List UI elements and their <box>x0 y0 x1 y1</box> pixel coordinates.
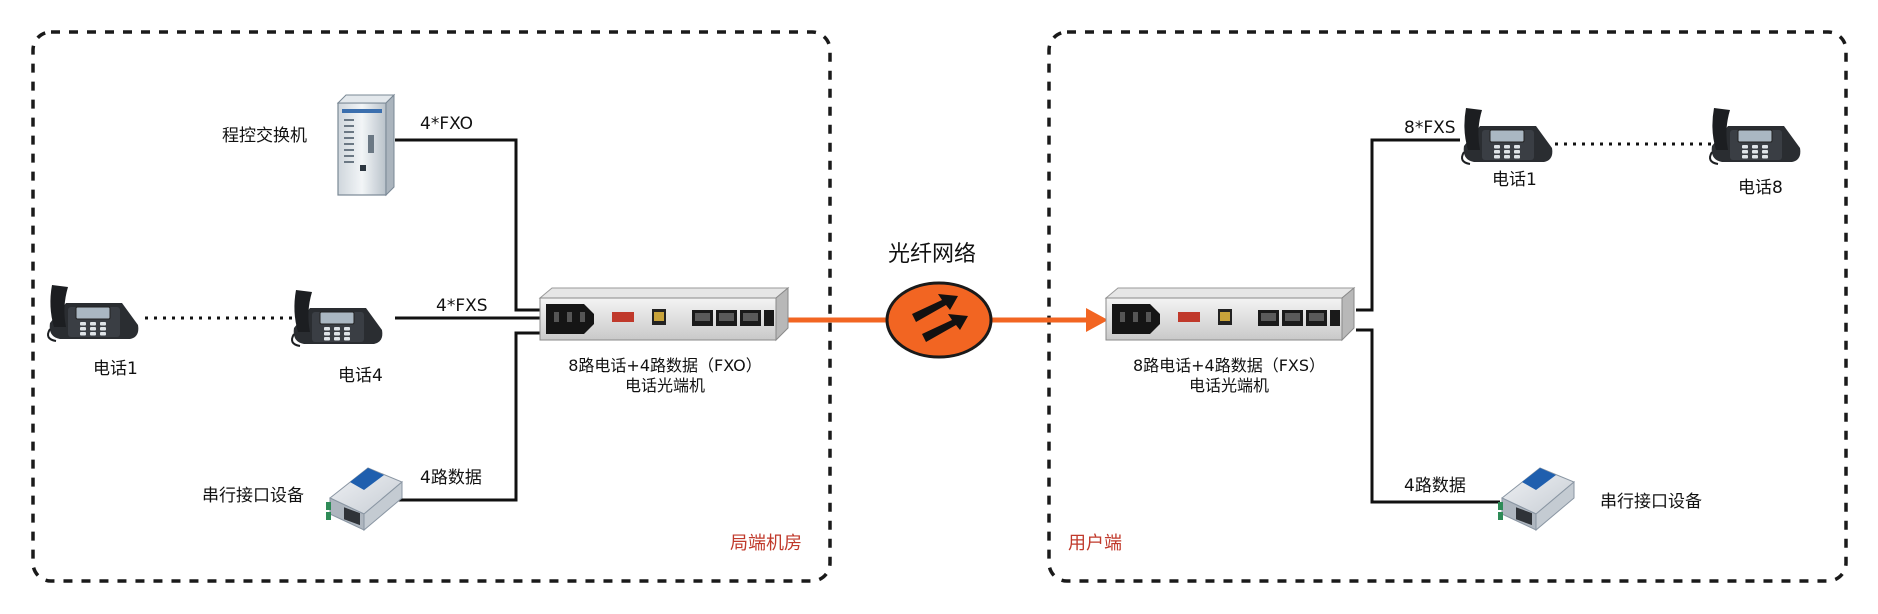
pbx-link-label: 4*FXO <box>420 114 474 134</box>
right-device-line1: 8路电话+4路数据（FXS） <box>1132 356 1326 375</box>
optical-terminal-icon <box>1105 287 1355 341</box>
left-device-line1: 8路电话+4路数据（FXO） <box>568 356 762 375</box>
right-phone-link-line <box>1356 138 1460 312</box>
right-phone-1-label: 电话1 <box>1492 170 1537 190</box>
left-phone-4-label: 电话4 <box>338 366 383 386</box>
serial-converter-icon <box>1497 467 1575 531</box>
right-serial-link-label: 4路数据 <box>1404 476 1466 496</box>
desk-phone-icon <box>47 284 140 342</box>
serial-converter-icon <box>325 467 403 531</box>
left-serial-link-label: 4路数据 <box>420 468 482 488</box>
right-device-line2: 电话光端机 <box>1188 376 1269 395</box>
fiber-network-icon <box>885 281 993 359</box>
right-device-caption: 8路电话+4路数据（FXS） 电话光端机 <box>1104 356 1354 396</box>
serial-link-line <box>395 331 540 502</box>
right-phone-8-label: 电话8 <box>1738 178 1783 198</box>
right-room-border <box>1047 30 1848 583</box>
left-room-border <box>31 30 832 583</box>
left-serial-label: 串行接口设备 <box>202 486 304 506</box>
pbx-label: 程控交换机 <box>222 126 307 146</box>
right-room-label: 用户端 <box>1068 533 1122 554</box>
left-phone-link-label: 4*FXS <box>436 296 488 316</box>
left-wiring <box>395 138 540 502</box>
left-phone-1-label: 电话1 <box>93 359 138 379</box>
desk-phone-icon <box>291 289 384 347</box>
pbx-link-line <box>395 138 540 312</box>
desk-phone-icon <box>1709 107 1802 165</box>
left-device-caption: 8路电话+4路数据（FXO） 电话光端机 <box>540 356 790 396</box>
optical-terminal-icon <box>539 287 789 341</box>
left-room-label: 局端机房 <box>730 533 802 554</box>
left-device-line2: 电话光端机 <box>624 376 705 395</box>
right-serial-label: 串行接口设备 <box>1600 492 1702 512</box>
right-phone-link-label: 8*FXS <box>1404 118 1456 138</box>
network-label: 光纤网络 <box>888 242 977 267</box>
right-serial-link-line <box>1356 328 1500 504</box>
desk-phone-icon <box>1461 107 1554 165</box>
cabinet-icon <box>336 93 396 197</box>
right-wiring <box>1356 138 1500 504</box>
fiber-link <box>788 308 1108 332</box>
